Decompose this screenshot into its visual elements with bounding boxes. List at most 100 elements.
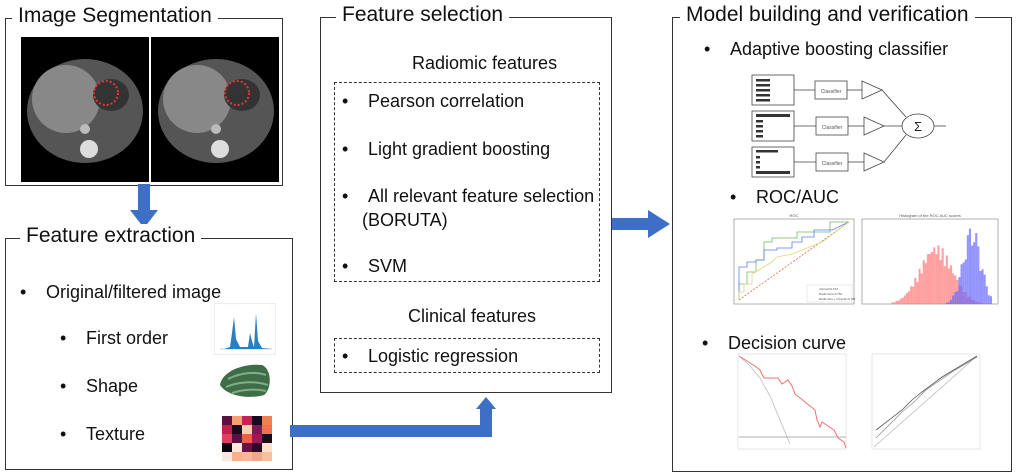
adaboost-diagram: Classifier Classifier Classifier Σ [751, 74, 946, 178]
roc-auc-bullet: ROC/AUC [730, 186, 839, 208]
roc-auc-histogram: Histogram of the ROC AUC scores [861, 213, 999, 305]
histogram-bar [964, 259, 967, 304]
heatmap-cell [232, 434, 242, 443]
heatmap-cell [232, 452, 242, 461]
histogram-bar [918, 268, 921, 304]
ct-scan-images [21, 37, 279, 182]
histogram-bar [947, 302, 950, 304]
clinical-features-group [334, 338, 600, 373]
heatmap-cell [262, 443, 272, 452]
roc-legend-radiomics: Radiomics=0.750 [819, 292, 843, 296]
heatmap-cell [232, 416, 242, 425]
calibration-curve-chart [871, 353, 981, 450]
histogram-bar [960, 264, 963, 304]
histogram-bar [929, 253, 932, 304]
heatmap-cell [252, 443, 262, 452]
texture-bullet: Texture [60, 423, 145, 445]
histogram-bar [937, 245, 940, 304]
histogram-bar [910, 286, 913, 304]
histogram-bar [922, 260, 925, 304]
heatmap-cell [252, 434, 262, 443]
histogram-thumbnail [214, 303, 276, 355]
heatmap-cell [242, 416, 252, 425]
histogram-bar [945, 255, 948, 304]
histogram-bar [971, 245, 974, 304]
sum-symbol: Σ [914, 119, 922, 134]
classifier-label: Classifier [821, 89, 842, 95]
shape-bullet: Shape [60, 375, 138, 397]
svm-bullet: SVM [342, 255, 407, 277]
histogram-bar [987, 295, 990, 304]
histogram-bar [968, 228, 971, 304]
heatmap-cell [242, 434, 252, 443]
shape-thumbnail [214, 359, 276, 401]
histogram-bar [979, 271, 982, 304]
arrow-right-icon [612, 210, 670, 238]
histogram-bar [924, 263, 927, 304]
heatmap-cell [262, 434, 272, 443]
heatmap-cell [252, 452, 262, 461]
classifier-label: Classifier [822, 125, 843, 131]
histogram-bar [966, 235, 969, 304]
histogram-bar [975, 233, 978, 304]
logistic-regression-bullet: Logistic regression [342, 345, 518, 367]
histogram-bar [905, 292, 908, 304]
roc-legend-combined: Radiomics + Clinical=0.795 [819, 297, 856, 301]
first-order-bullet: First order [60, 327, 168, 349]
heatmap-cell [242, 425, 252, 434]
heatmap-cell [222, 434, 232, 443]
histogram-bar [891, 302, 894, 304]
decision-curve-chart [737, 353, 847, 450]
histogram-bar [939, 260, 942, 304]
histogram-bar [901, 297, 904, 304]
model-building-title: Model building and verification [680, 3, 975, 27]
boruta-bullet: All relevant feature selection [342, 185, 594, 207]
histogram-bar [952, 273, 955, 304]
heatmap-cell [222, 443, 232, 452]
roc-title: ROC [790, 213, 799, 218]
histogram-title: Histogram of the ROC AUC scores [899, 213, 961, 218]
ct-scan-left [27, 59, 143, 163]
histogram-bar [912, 286, 915, 304]
boruta-label: (BORUTA) [362, 210, 448, 230]
radiomic-features-heading: Radiomic features [412, 53, 558, 73]
histogram-bar [958, 277, 961, 304]
histogram-bar [903, 295, 906, 304]
histogram-bar [947, 268, 950, 304]
histogram-bar [920, 273, 923, 304]
histogram-bar [962, 262, 965, 304]
heatmap-cell [262, 452, 272, 461]
texture-heatmap-thumbnail [222, 416, 272, 461]
image-segmentation-title: Image Segmentation [12, 4, 218, 28]
histogram-bar [954, 292, 957, 304]
histogram-bar [935, 254, 938, 304]
feature-selection-title: Feature selection [336, 3, 510, 27]
histogram-bar [897, 300, 900, 304]
heatmap-cell [262, 425, 272, 434]
histogram-bar [893, 302, 896, 304]
original-filtered-image-bullet: Original/filtered image [20, 281, 221, 303]
histogram-bar [916, 282, 919, 304]
clinical-features-heading: Clinical features [408, 306, 537, 326]
heatmap-cell [232, 443, 242, 452]
histogram-bar [954, 275, 957, 304]
roc-legend-clinical: Clinical=0.670 [819, 287, 838, 291]
heatmap-cell [262, 416, 272, 425]
feature-extraction-title: Feature extraction [20, 224, 202, 248]
classifier-label: Classifier [822, 161, 843, 167]
histogram-bar [977, 246, 980, 304]
histogram-bar [950, 299, 953, 304]
radiomic-features-group [334, 82, 600, 282]
decision-curve-bullet: Decision curve [702, 332, 846, 354]
histogram-bar [989, 296, 992, 304]
light-gradient-boosting-bullet: Light gradient boosting [342, 138, 550, 160]
histogram-bar [985, 286, 988, 304]
histogram-bar [908, 291, 911, 304]
histogram-bar [956, 291, 959, 304]
histogram-bar [899, 298, 902, 304]
histogram-bar [914, 277, 917, 304]
histogram-bar [941, 248, 944, 304]
pearson-correlation-bullet: Pearson correlation [342, 90, 524, 112]
heatmap-cell [222, 452, 232, 461]
histogram-bar [933, 247, 936, 304]
